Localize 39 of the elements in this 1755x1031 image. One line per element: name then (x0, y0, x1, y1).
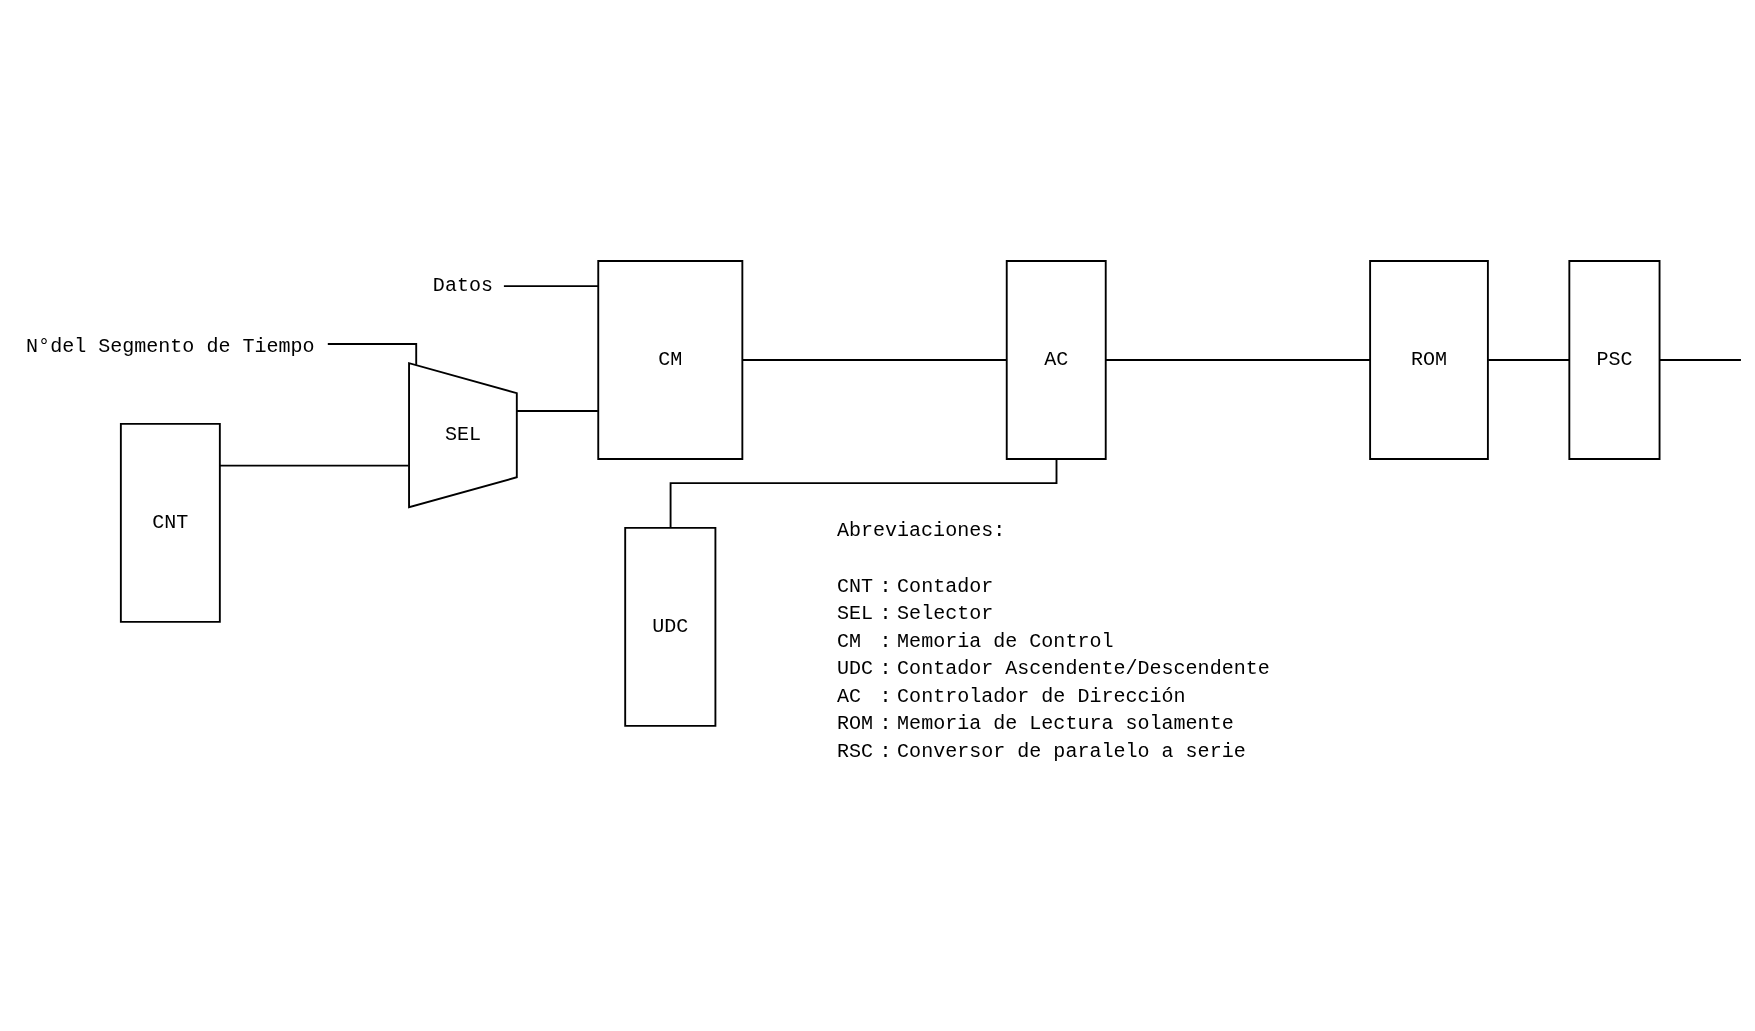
label: RSC (836, 739, 874, 763)
connector (1658, 358, 1742, 361)
label: Memoria de Lectura solamente (897, 711, 1234, 735)
connector (219, 464, 410, 466)
node-box: CNT (119, 422, 221, 623)
connector (502, 284, 599, 287)
label: : (879, 656, 892, 680)
label: : (879, 629, 892, 653)
node-box: SEL (408, 361, 518, 508)
label: Controlador de Dirección (897, 684, 1186, 708)
node-box: UDC (624, 526, 717, 727)
label: ROM (836, 711, 874, 735)
connector (669, 457, 1058, 529)
node-box: ROM (1369, 259, 1489, 460)
label: : (879, 574, 892, 598)
label: Selector (897, 601, 994, 625)
label: : (879, 711, 892, 735)
label: Contador (897, 574, 994, 598)
node-box: AC (1005, 259, 1107, 460)
node-text: Datos (432, 273, 493, 297)
label: : (879, 601, 892, 625)
connector (1104, 358, 1371, 361)
label: Conversor de paralelo a serie (897, 739, 1246, 763)
label: CM (836, 629, 861, 653)
label: UDC (836, 656, 874, 680)
label: CNT (836, 574, 874, 598)
label: Abreviaciones: (836, 518, 1006, 542)
connector (1487, 358, 1571, 361)
label: : (879, 739, 892, 763)
node-text: N°del Segmento de Tiempo (26, 334, 315, 358)
connector (515, 409, 599, 412)
label: Contador Ascendente/Descendente (897, 656, 1270, 680)
label: : (879, 684, 892, 708)
label: Memoria de Control (897, 629, 1114, 653)
node-box: PSC (1568, 259, 1661, 460)
label: SEL (836, 601, 874, 625)
node-box: CM (597, 259, 744, 460)
label: AC (836, 684, 861, 708)
connector (741, 358, 1008, 361)
